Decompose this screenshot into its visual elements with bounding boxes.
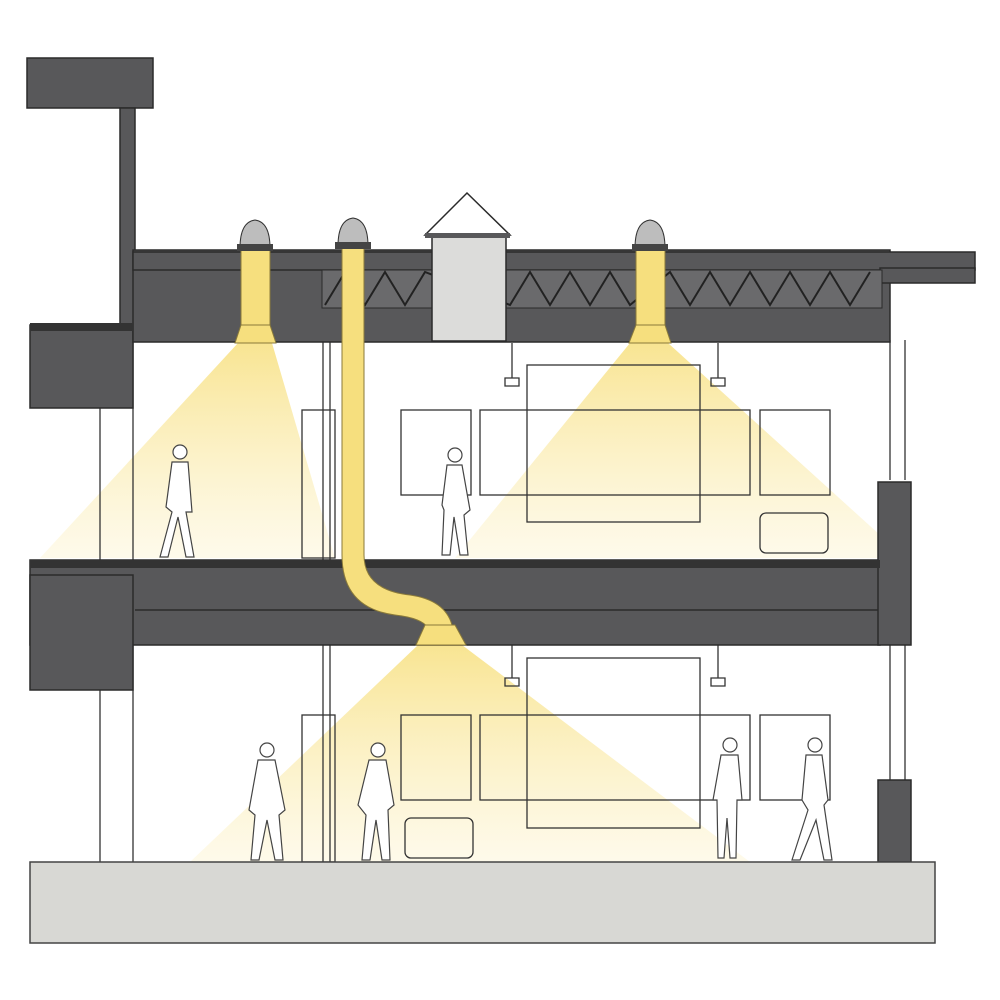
right-wall-lower xyxy=(877,779,912,863)
pendant-lamp-icon xyxy=(710,645,726,687)
skylight-dome-icon xyxy=(632,219,668,251)
pendant-lamp-icon xyxy=(504,645,520,687)
lower-balcony xyxy=(29,574,134,691)
light-cone-upper-right xyxy=(455,343,880,558)
bench xyxy=(759,512,829,554)
light-cone-upper-left xyxy=(40,343,335,558)
dormer-roof xyxy=(423,191,512,236)
person-silhouette-icon xyxy=(441,447,471,556)
person-silhouette-icon xyxy=(791,737,833,861)
dormer xyxy=(431,234,507,342)
light-tube xyxy=(635,249,666,326)
roof-overhang xyxy=(879,267,976,284)
artwork-frame xyxy=(759,409,831,496)
right-wall-upper xyxy=(877,481,912,646)
ground xyxy=(29,861,936,944)
person-silhouette-icon xyxy=(248,742,286,861)
pendant-lamp-icon xyxy=(504,343,520,387)
bench xyxy=(404,817,474,859)
diffuser xyxy=(234,324,277,344)
upper-balcony xyxy=(29,324,134,409)
artwork-frame xyxy=(526,364,701,523)
pendant-lamp-icon xyxy=(710,343,726,387)
diffuser xyxy=(415,624,467,646)
person-silhouette-icon xyxy=(357,742,395,861)
door xyxy=(301,409,336,559)
artwork-frame xyxy=(479,409,751,496)
artwork-frame xyxy=(400,409,472,496)
artwork-frame xyxy=(479,714,751,801)
roof-truss xyxy=(321,269,883,309)
artwork-frame xyxy=(400,714,472,801)
artwork-frame xyxy=(526,657,701,829)
person-silhouette-icon xyxy=(712,737,743,859)
skylight-dome-icon xyxy=(335,217,371,249)
diffuser xyxy=(628,324,672,344)
person-silhouette-icon xyxy=(159,444,195,558)
skylight-dome-icon xyxy=(237,219,273,251)
artwork-frame xyxy=(759,714,831,801)
chimney-cap xyxy=(26,57,154,109)
light-tube xyxy=(240,249,271,326)
